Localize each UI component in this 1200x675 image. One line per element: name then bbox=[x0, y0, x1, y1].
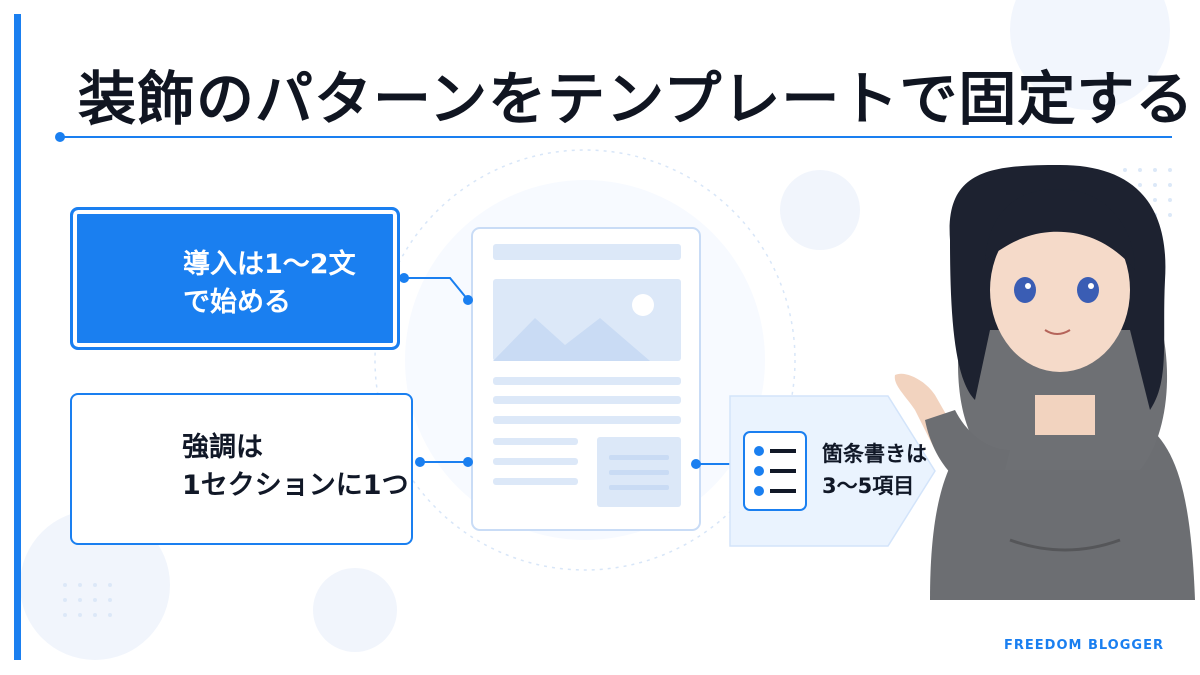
bullet-list-icon bbox=[743, 431, 807, 511]
page-title: 装飾のパターンをテンプレートで固定する bbox=[78, 65, 1195, 133]
brand-label: FREEDOM BLOGGER bbox=[1004, 638, 1164, 653]
intro-card-text: 導入は1〜2文 で始める bbox=[183, 249, 356, 318]
list-card: 箇条書きは 3〜5項目 bbox=[730, 396, 970, 546]
title-underline-dot bbox=[55, 132, 65, 142]
article-mockup bbox=[471, 227, 701, 531]
intro-card: 導入は1〜2文 で始める bbox=[70, 207, 400, 350]
emphasis-card: 強調は 1セクションに1つ bbox=[70, 393, 413, 545]
connectors bbox=[399, 273, 732, 469]
dot-grid-bottom-left bbox=[63, 583, 112, 617]
character-illustration bbox=[894, 165, 1195, 600]
emphasis-card-text: 強調は 1セクションに1つ bbox=[182, 432, 409, 501]
left-accent-bar bbox=[14, 14, 21, 660]
list-card-text: 箇条書きは 3〜5項目 bbox=[822, 442, 927, 498]
